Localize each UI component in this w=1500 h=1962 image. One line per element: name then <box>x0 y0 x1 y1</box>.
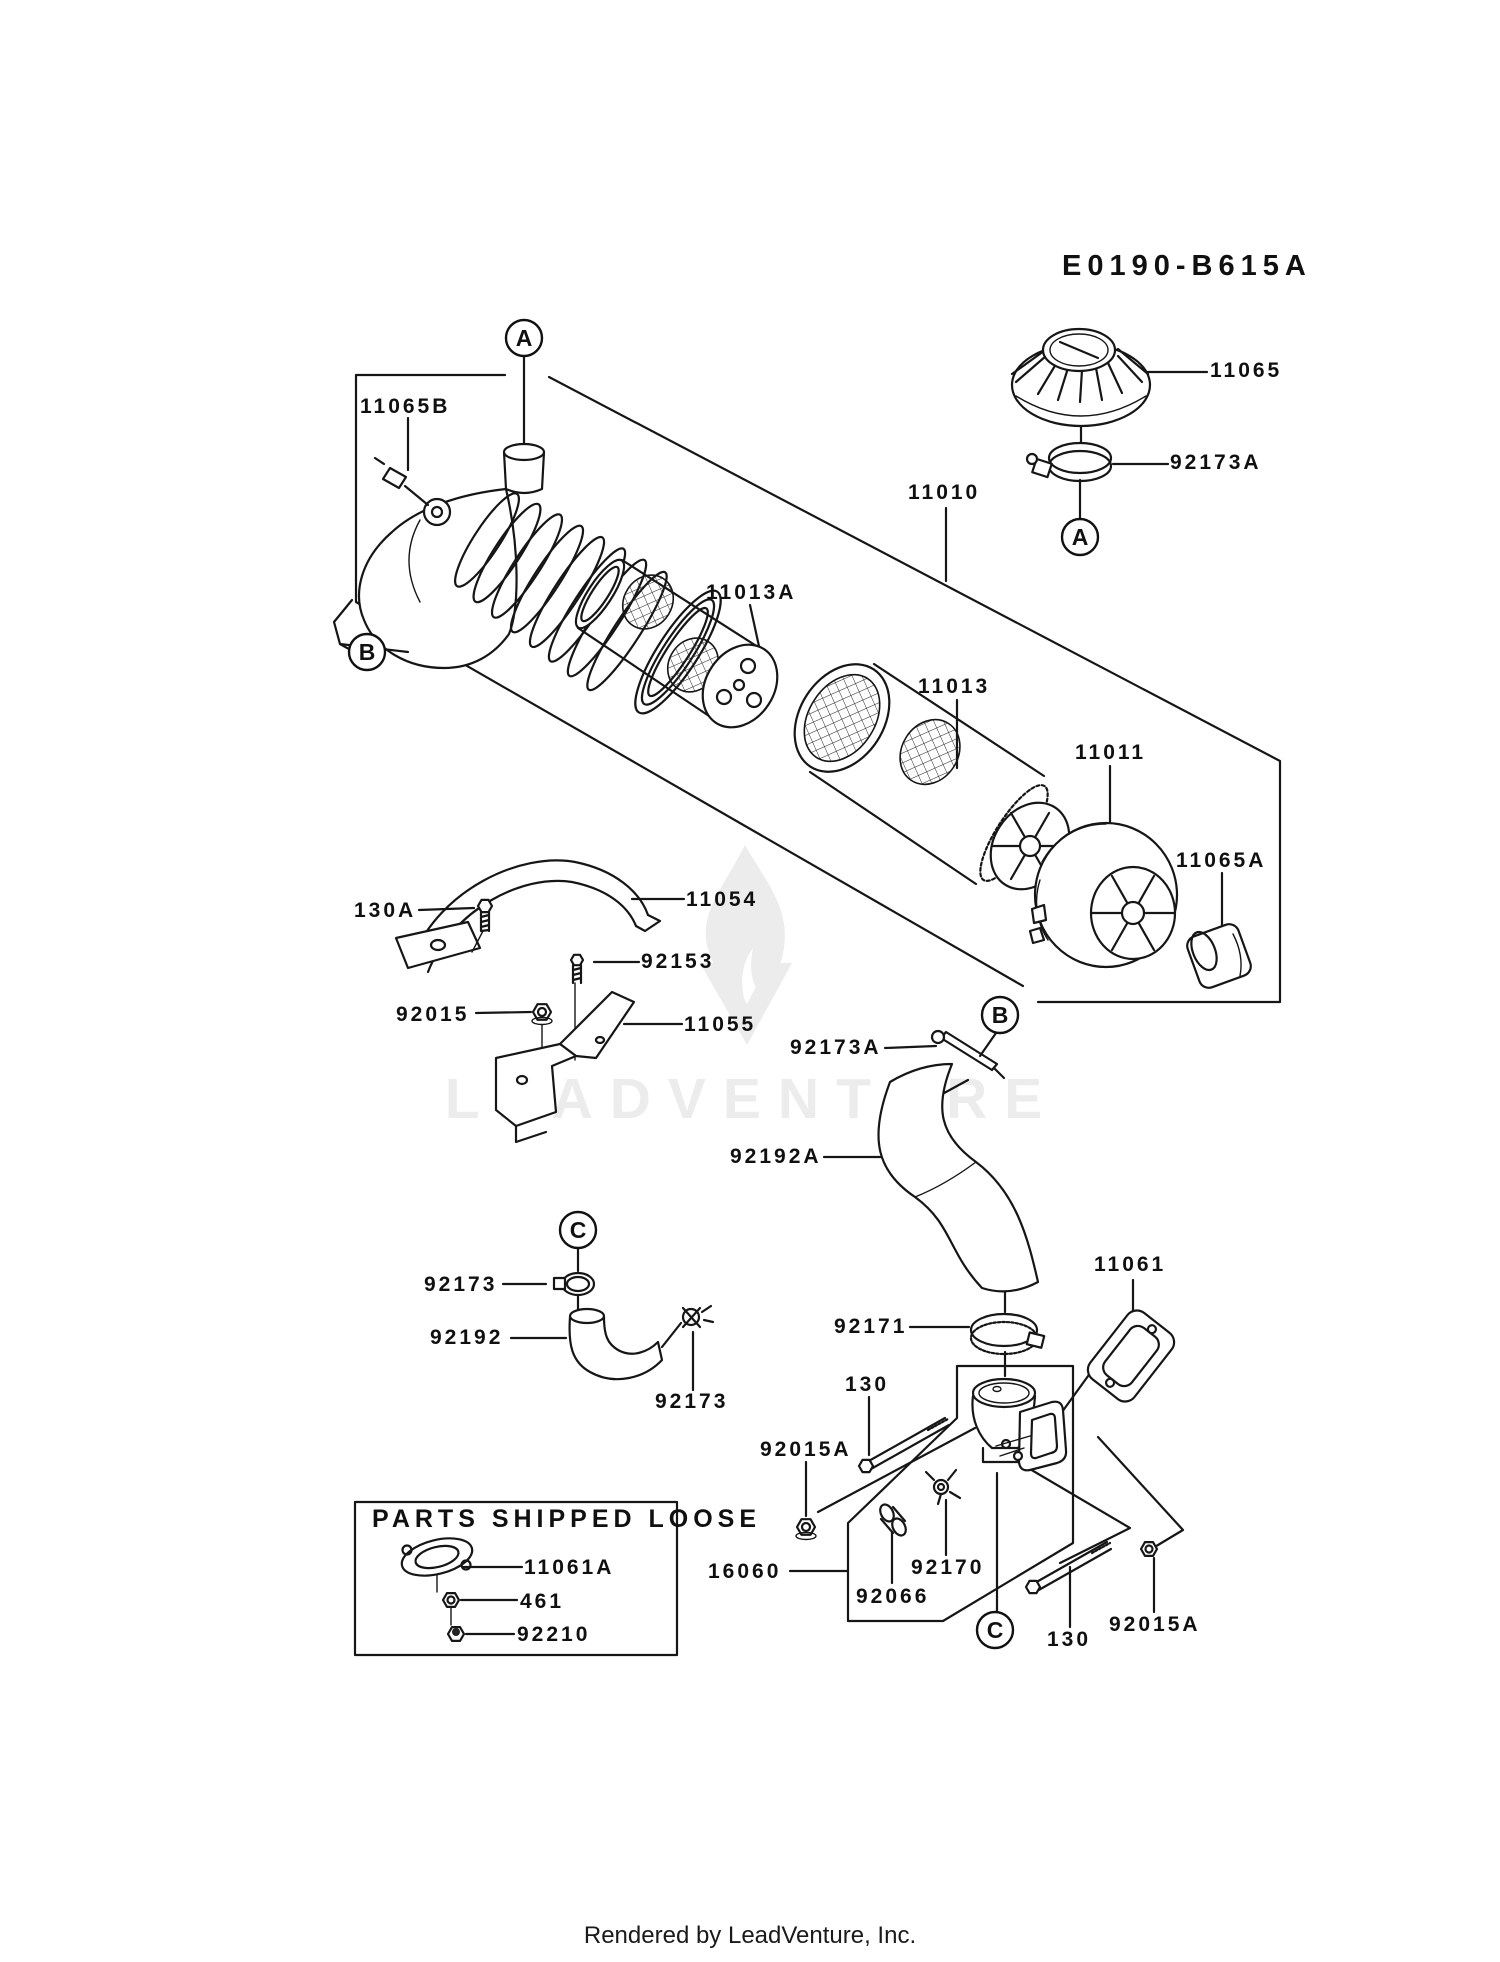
part-label-130: 130 <box>1047 1628 1092 1651</box>
gasket-11061-drawing <box>1086 1309 1176 1403</box>
parts-shipped-loose-box <box>353 1500 679 1657</box>
bolt-130A-drawing <box>471 898 494 953</box>
reference-balloons: A A B B C C <box>347 318 1100 1650</box>
part-label-11065B: 11065B <box>360 395 451 418</box>
balloon-B <box>347 632 387 672</box>
part-label-92173A: 92173A <box>1170 451 1262 474</box>
precleaner-housing-11011-drawing <box>1028 821 1179 969</box>
balloon-letter-C: C <box>570 1217 587 1243</box>
part-label-92066: 92066 <box>856 1585 930 1608</box>
hose-92192-drawing <box>568 1307 664 1381</box>
part-label-92015A: 92015A <box>760 1438 852 1461</box>
nut-92015A-2-drawing <box>1139 1540 1159 1558</box>
diagram-title: E0190-B615A <box>1062 250 1312 282</box>
strap-11054-drawing <box>394 859 662 974</box>
group-box-16060 <box>846 1364 1075 1623</box>
part-label-92192: 92192 <box>430 1326 504 1349</box>
part-label-92173A: 92173A <box>790 1036 882 1059</box>
part-label-11054: 11054 <box>686 888 759 911</box>
filter-element-11013A-drawing <box>574 558 779 729</box>
balloon-letter-B: B <box>992 1002 1009 1028</box>
part-label-11010: 11010 <box>908 481 981 504</box>
duct-92192A-drawing <box>877 1062 1040 1293</box>
part-label-92015A: 92015A <box>1109 1613 1201 1636</box>
cap-11065-drawing <box>1010 327 1152 428</box>
part-label-92015: 92015 <box>396 1003 470 1026</box>
part-label-92192A: 92192A <box>730 1145 822 1168</box>
bellows <box>454 492 668 692</box>
nut-92210-cap <box>452 1628 460 1636</box>
bracket-11055-drawing <box>494 990 636 1144</box>
sensor-11065B <box>381 466 408 490</box>
nut-461-drawing <box>441 1591 461 1609</box>
balloon-A <box>504 318 544 358</box>
part-label-11065: 11065 <box>1210 359 1283 382</box>
clamp-92173A-top-drawing <box>1025 441 1113 483</box>
part-label-92170: 92170 <box>911 1556 985 1579</box>
part-label-130A: 130A <box>354 899 417 922</box>
clamp-92173-2-drawing <box>681 1304 715 1329</box>
part-label-92210: 92210 <box>517 1623 591 1646</box>
clamp-92171-drawing <box>969 1312 1046 1356</box>
stud-130-2-drawing <box>1024 1540 1113 1595</box>
part-label-92173: 92173 <box>655 1390 729 1413</box>
balloon-A <box>1060 517 1100 557</box>
part-label-130: 130 <box>845 1373 890 1396</box>
bolt-92153-drawing <box>569 953 585 1061</box>
part-label-11061A: 11061A <box>524 1556 615 1579</box>
clamp-92173-1-drawing <box>552 1271 596 1297</box>
part-label-11013: 11013 <box>918 675 991 698</box>
balloon-letter-A: A <box>1072 524 1089 550</box>
clamp-92173A-mid-drawing <box>930 1029 1006 1080</box>
part-label-92173: 92173 <box>424 1273 498 1296</box>
part-label-92171: 92171 <box>834 1315 908 1338</box>
balloon-letter-C: C <box>987 1617 1004 1643</box>
intake-elbow-drawing <box>971 1377 1068 1472</box>
part-label-11061: 11061 <box>1094 1253 1167 1276</box>
part-label-11011: 11011 <box>1075 741 1147 764</box>
part-label-461: 461 <box>520 1590 565 1613</box>
parts-box-header: PARTS SHIPPED LOOSE <box>372 1505 762 1533</box>
collar-92066-drawing <box>879 1503 907 1537</box>
part-label-92153: 92153 <box>641 950 715 973</box>
part-label-16060: 16060 <box>708 1560 782 1583</box>
fitting-11065A-drawing <box>1186 923 1252 989</box>
part-label-11013A: 11013A <box>706 581 797 604</box>
part-label-11065A: 11065A <box>1176 849 1267 872</box>
nut-92015A-1-drawing <box>795 1518 817 1541</box>
clamp-holder-92170-drawing <box>924 1468 962 1506</box>
balloon-B <box>980 995 1020 1035</box>
footer-credit: Rendered by LeadVenture, Inc. <box>583 1922 917 1949</box>
filter-element-11013-drawing <box>793 662 1071 891</box>
assembly-boundary <box>354 373 1282 1004</box>
balloon-letter-B: B <box>359 639 376 665</box>
balloon-letter-A: A <box>516 325 533 351</box>
stud-130-1-drawing <box>857 1416 951 1474</box>
balloon-C <box>975 1610 1015 1650</box>
part-label-11055: 11055 <box>684 1013 757 1036</box>
balloon-C <box>558 1210 598 1250</box>
